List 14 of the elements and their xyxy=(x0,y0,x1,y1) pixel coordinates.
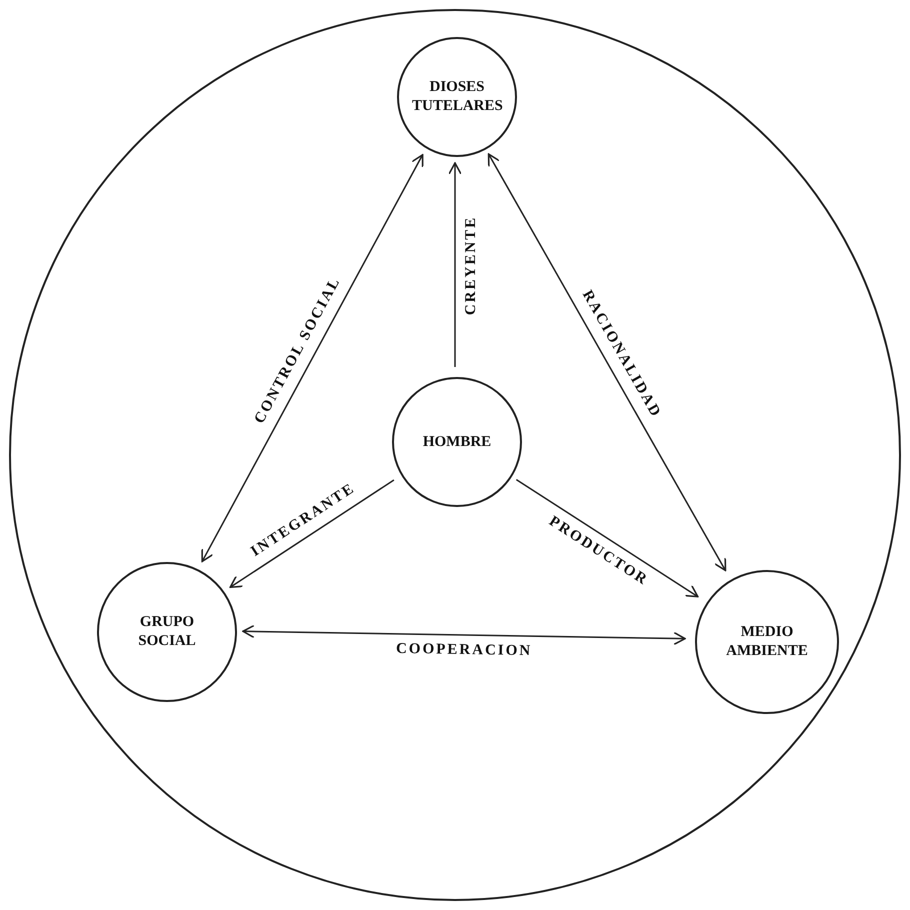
circle-label: GRUPO SOCIAL xyxy=(137,613,197,651)
concept-circle xyxy=(695,570,839,714)
concept-circle xyxy=(392,377,522,507)
circle-label: HOMBRE xyxy=(422,432,492,452)
double-arrow xyxy=(242,624,686,646)
arrow xyxy=(516,478,699,598)
circle-label: MEDIO AMBIENTE xyxy=(725,623,809,661)
double-arrow xyxy=(488,153,726,572)
arrow xyxy=(229,479,394,588)
double-arrow xyxy=(201,154,424,562)
concept-circle xyxy=(397,37,517,157)
concept-circle xyxy=(97,562,237,702)
circle-label: DIOSES TUTELARES xyxy=(412,78,502,116)
arrow xyxy=(448,162,462,367)
